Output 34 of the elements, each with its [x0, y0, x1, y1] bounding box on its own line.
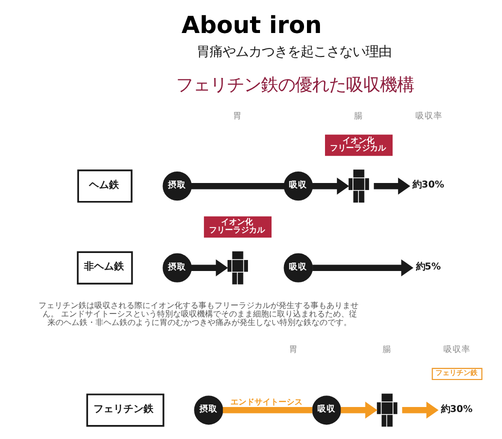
node-box: ヘム鉄: [76, 170, 132, 203]
label: 胃: [232, 111, 242, 122]
arrow: [190, 259, 228, 276]
node-box: フェリチン鉄: [86, 394, 164, 427]
node-text: 約30%: [440, 404, 472, 415]
node-box: イオン化 フリーラジカル: [324, 134, 392, 156]
diagram-title: About iron: [181, 10, 322, 39]
arrow: [312, 178, 349, 195]
label: 吸収率: [443, 344, 470, 355]
edge-label: エンドサイトーシス: [230, 398, 302, 407]
arrow: [312, 259, 413, 276]
node-circle: 摂取: [162, 253, 192, 282]
label: 腸: [382, 344, 391, 355]
label: 胃痛やムカつきを起こさない理由: [196, 45, 391, 60]
node-circle: 吸収: [312, 396, 341, 425]
node-circle: 吸収: [283, 253, 312, 282]
label: 腸: [354, 111, 363, 122]
node-box: フェリチン鉄: [431, 368, 482, 380]
arrow: [340, 402, 377, 419]
node-text: 約30%: [412, 180, 444, 191]
node-text: 約5%: [415, 262, 440, 272]
node-box: 非ヘム鉄: [76, 251, 132, 284]
label: フェリチン鉄の優れた吸収機構: [176, 76, 414, 96]
node-circle: 吸収: [283, 172, 312, 201]
arrow: [402, 402, 438, 419]
label: フェリチン鉄は吸収される際にイオン化する事もフリーラジカルが発生する事もありません。 エンドサイトーシスという特別な吸収機構でそのまま細胞に取り込まれるため、従来のヘム鉄・非ヘム鉄のように胃のむかつきや痛みが発生しない特別な鉄なのです。: [38, 300, 358, 328]
arrow: [373, 178, 410, 195]
node-circle: 摂取: [194, 396, 223, 425]
node-circle: 摂取: [162, 172, 192, 201]
connector: [190, 182, 284, 190]
label: 吸収率: [414, 111, 442, 122]
connector: [222, 407, 312, 414]
node-box: イオン化 フリーラジカル: [203, 216, 272, 238]
label: 胃: [288, 344, 298, 355]
